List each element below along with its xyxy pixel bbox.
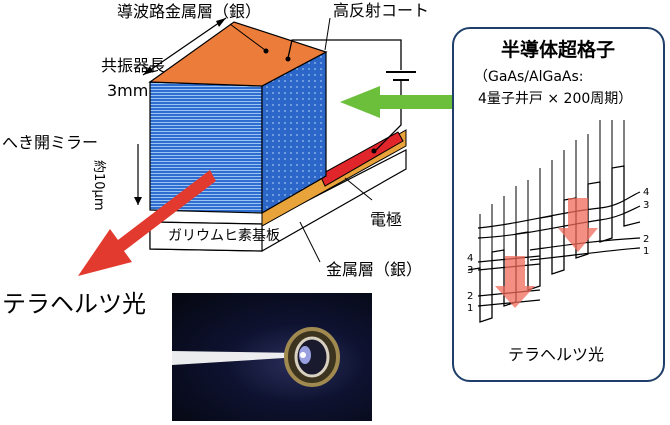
device-photo-art [172, 327, 340, 387]
leader-metal-layer [299, 221, 321, 263]
substrate-face [149, 221, 263, 252]
level-upper-4: 4 [643, 187, 650, 198]
pump-arrow [340, 86, 452, 118]
superlattice-output-label: テラヘルツ光 [508, 345, 605, 364]
superlattice-composition: （GaAs/AlGaAs: [474, 69, 584, 85]
leader-hr-coat [324, 17, 331, 51]
resonator-length-value: 3mm [107, 81, 149, 100]
terahertz-output-arrow [78, 170, 216, 276]
metal-layer-label: 金属層（銀） [326, 260, 423, 279]
terahertz-light-label: テラヘルツ光 [2, 290, 146, 318]
level-upper-1: 1 [643, 246, 650, 257]
level-lower-2: 2 [467, 291, 474, 302]
device-photo [172, 293, 372, 421]
leader-electrode [344, 177, 373, 201]
superlattice-structure: 4量子井戸 × 200周期） [478, 91, 633, 107]
length-dimension-line [142, 17, 227, 76]
level-lower-3: 3 [467, 265, 474, 276]
level-upper-3: 3 [643, 200, 650, 211]
leader-waveguide [229, 23, 266, 51]
contact-top-dot [285, 56, 291, 62]
cleaved-mirror-label: へき開ミラー [2, 133, 99, 152]
hr-coat-label: 高反射コート [333, 1, 430, 20]
leader-waveguide-dot [263, 48, 269, 54]
electrode-label: 電極 [370, 210, 403, 229]
length-arrow-head-1 [143, 66, 153, 75]
light-beam [172, 351, 300, 365]
superlattice-title: 半導体超格子 [501, 39, 616, 61]
level-lower-4: 4 [467, 253, 474, 264]
wire-top [287, 39, 402, 70]
thickness-label: 約10μm [91, 160, 106, 211]
resonator-length-label: 共振器長 [101, 56, 166, 75]
level-upper-2: 2 [643, 234, 650, 245]
substrate-label: ガリウムヒ素基板 [168, 228, 280, 244]
emitter-spot [300, 352, 306, 358]
contact-electrode-dot [371, 148, 377, 154]
stack-front-face [149, 81, 263, 214]
waveguide-metal-label: 導波路金属層（銀） [117, 2, 262, 21]
level-lower-1: 1 [467, 303, 474, 314]
thickness-arrow-head [134, 197, 142, 205]
electrode-strip [319, 131, 404, 187]
top-metal-face [148, 21, 328, 87]
length-arrow-head-2 [216, 18, 226, 27]
